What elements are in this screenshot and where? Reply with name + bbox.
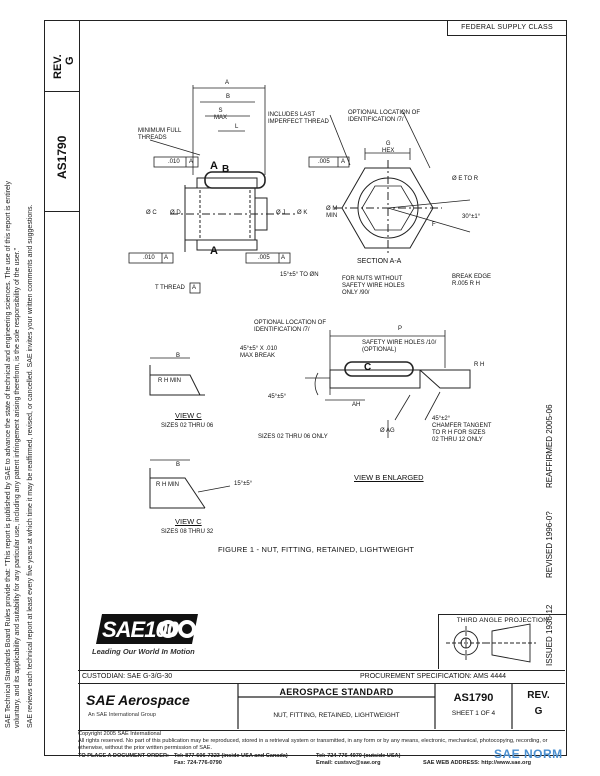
document-title: NUT, FITTING, RETAINED, LIGHTWEIGHT [273, 712, 400, 719]
rights-text: All rights reserved. No part of this pub… [78, 738, 548, 745]
label-tol-005b: .005 [258, 255, 270, 261]
projection-box: THIRD ANGLE PROJECTION [438, 614, 566, 669]
label-ah: AH [352, 402, 361, 408]
order-label: TO PLACE A DOCUMENT ORDER: [78, 752, 169, 759]
label-section-a-bottom: A [210, 245, 218, 257]
view-c-sizes-02-06 [149, 357, 205, 396]
label-e-to-r: Ø E TO R [452, 176, 479, 182]
label-angle-15: 15°±5° [234, 481, 253, 487]
federal-supply-class: FEDERAL SUPPLY CLASS [447, 21, 566, 36]
dimension-lines-top [149, 85, 266, 175]
label-optional-location: OPTIONAL LOCATION OF IDENTIFICATION /7/ [348, 110, 421, 123]
label-l: L [235, 124, 239, 130]
left-title-strip: REV. G AS1790 [45, 21, 80, 755]
label-b-left2: B [176, 462, 181, 468]
nut-side-view [170, 171, 295, 252]
copyright: Copyright 2005 SAE International [78, 731, 162, 737]
label-tol-005: .005 [318, 159, 330, 165]
doc-number-box: AS1790 [45, 91, 79, 212]
label-angle-45: 45°±5° [268, 394, 287, 400]
label-phi-m-min: Ø M MIN [326, 206, 338, 219]
label-a: A [225, 80, 230, 86]
procurement-spec: PROCUREMENT SPECIFICATION: AMS 4444 [360, 673, 506, 680]
sheet-number: SHEET 1 OF 4 [451, 710, 496, 717]
custodian-row: CUSTODIAN: SAE G-3/G-30 PROCUREMENT SPEC… [78, 670, 565, 684]
label-includes-last: INCLUDES LAST IMPERFECT THREAD [268, 112, 329, 125]
title-block: SAE Aerospace An SAE International Group… [78, 683, 565, 731]
sae-web-address[interactable]: SAE WEB ADDRESS: http://www.sae.org [423, 759, 532, 766]
sae-100-logo: SAE100 [94, 612, 204, 651]
label-phi-k: Ø K [297, 210, 308, 216]
label-tol-ref-a2: A [341, 159, 346, 165]
label-opt-loc2: OPTIONAL LOCATION OF IDENTIFICATION /7/ [254, 320, 327, 333]
label-r-h: R H [474, 362, 485, 368]
label-tol-ref-a1: A [189, 159, 194, 165]
label-section-a-a: SECTION A-A [357, 258, 402, 265]
section-a-a-hex [329, 109, 471, 256]
tel-usa: Tel: 877-606-7323 (inside USA and Canada… [174, 752, 288, 759]
label-sizes-02-06: SIZES 02 THRU 06 ONLY [258, 434, 328, 440]
label-b-view: B [222, 164, 230, 175]
label-break-edge: BREAK EDGE R.005 R H [452, 274, 492, 287]
email: Email: custsvc@sae.org [316, 759, 381, 766]
third-angle-symbol [446, 623, 536, 663]
label-tol-010: .010 [168, 159, 180, 165]
drawing-frame: REV. G AS1790 FEDERAL SUPPLY CLASS [44, 20, 567, 756]
tolerance-boxes [128, 156, 350, 294]
figure-caption: FIGURE 1 - NUT, FITTING, RETAINED, LIGHT… [218, 545, 415, 554]
label-chamfer-15: 15°±5° TO ØN [280, 272, 319, 278]
label-section-a-top: A [210, 160, 218, 172]
label-view-b: VIEW B ENLARGED [354, 473, 424, 482]
label-tol-ref-a4: A [281, 255, 286, 261]
label-safety-wire: SAFETY WIRE HOLES /10/ (OPTIONAL) [362, 340, 437, 353]
label-s-max: S MAX [214, 108, 228, 121]
fax: Fax: 724-776-0790 [174, 759, 222, 766]
view-c-sizes-08-32 [149, 459, 231, 509]
label-b-dim: B [226, 94, 231, 100]
label-sizes-c1: SIZES 02 THRU 06 [161, 423, 214, 429]
label-tol-ref-a3: A [164, 255, 169, 261]
label-rh-min2: R H MIN [156, 482, 179, 488]
label-phi-ag: Ø AG [380, 428, 395, 434]
sae-aerospace: SAE Aerospace [86, 692, 190, 708]
title-doc-number: AS1790 [453, 692, 494, 704]
label-view-c2: VIEW C [175, 517, 202, 526]
footer: Copyright 2005 SAE International All rig… [78, 731, 565, 767]
label-rh-min: R H MIN [158, 378, 181, 384]
custodian: CUSTODIAN: SAE G-3/G-30 [82, 673, 173, 680]
rev-box: REV. G [45, 21, 79, 92]
rights-text-2: otherwise, without the prior written per… [78, 745, 212, 752]
label-g-hex: G HEX [382, 141, 395, 154]
logo-text: SAE100 [102, 617, 179, 642]
label-chamfer-tangent: 45°±2° CHAMFER TANGENT TO R H FOR SIZES … [432, 416, 492, 443]
label-phi-d: Ø D [170, 210, 181, 216]
title-rev-value: G [534, 706, 543, 717]
projection-title: THIRD ANGLE PROJECTION [456, 617, 549, 624]
label-max-break: 45°±5° X .010 MAX BREAK [240, 346, 278, 359]
title-rev-label: REV. [527, 690, 550, 701]
label-for-nuts: FOR NUTS WITHOUT SAFETY WIRE HOLES ONLY … [342, 276, 405, 296]
sae-aerospace-sub: An SAE International Group [88, 712, 156, 718]
label-view-c1: VIEW C [175, 411, 202, 420]
label-p-ref: P [398, 326, 403, 332]
sae-norm-watermark: SAE NORM [494, 747, 563, 761]
label-phi-j: Ø J [276, 210, 286, 216]
view-b-enlarged [305, 330, 471, 438]
title-block-lines [237, 683, 513, 729]
label-phi-c: Ø C [146, 210, 157, 216]
label-sizes-c2: SIZES 08 THRU 32 [161, 529, 214, 535]
label-angle-30: 30°±1° [462, 214, 481, 220]
label-tol-010b: .010 [143, 255, 155, 261]
label-t-thread: T THREAD [155, 285, 185, 291]
label-min-full-threads: MINIMUM FULL THREADS [138, 128, 182, 141]
logo-tagline: Leading Our World In Motion [92, 647, 195, 656]
aerospace-standard: AEROSPACE STANDARD [279, 687, 394, 697]
label-b-left: B [176, 353, 181, 359]
tel-outside: Tel: 724-776-4970 (outside USA) [316, 752, 401, 759]
label-f: F [432, 222, 436, 228]
label-c: C [364, 362, 372, 373]
label-tol-ref-a5: A [192, 285, 197, 291]
